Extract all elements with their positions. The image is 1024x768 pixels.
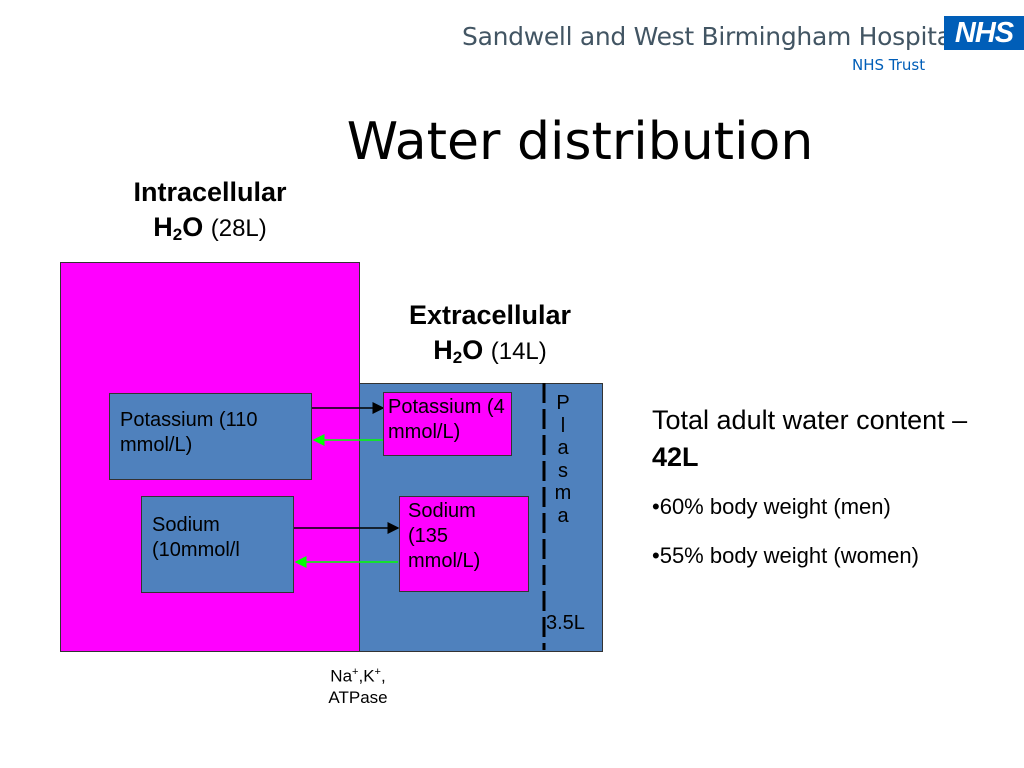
atpase-name: ATPase <box>328 687 388 707</box>
extracellular-sodium-label: Sodium (135 mmol/L) <box>408 500 481 572</box>
nhs-logo: NHS <box>944 16 1024 50</box>
intracellular-heading: Intracellular H2O (28L) <box>90 175 330 252</box>
intracellular-sodium-box: Sodium (10mmol/l <box>141 496 294 593</box>
extracellular-water-h: H <box>433 335 453 365</box>
organization-name: Sandwell and West Birmingham Hospitals <box>462 22 971 51</box>
total-water-line: Total adult water content – 42L <box>652 402 972 476</box>
intracellular-label: Intracellular <box>133 177 287 207</box>
atpase-na: Na <box>330 666 353 686</box>
intracellular-water-o: O <box>182 212 204 242</box>
total-water-value: 42L <box>652 442 699 472</box>
slide-title: Water distribution <box>346 112 814 172</box>
intracellular-potassium-label: Potassium (110 mmol/L) <box>120 409 258 456</box>
atpase-k: ,K <box>358 666 375 686</box>
extracellular-water-sub: 2 <box>452 348 463 367</box>
plasma-volume: 3.5L <box>546 612 585 634</box>
men-bullet: •60% body weight (men) <box>652 494 891 519</box>
plasma-label: P l a s m a <box>552 392 574 527</box>
intracellular-potassium-box: Potassium (110 mmol/L) <box>109 393 312 480</box>
extracellular-sodium-box: Sodium (135 mmol/L) <box>399 496 529 592</box>
extracellular-volume: (14L) <box>490 338 547 365</box>
plasma-letter: P <box>556 392 570 414</box>
extracellular-label: Extracellular <box>408 300 572 330</box>
intracellular-water-sub: 2 <box>172 225 183 244</box>
plasma-letter: m <box>554 482 572 504</box>
women-bullet: •55% body weight (women) <box>652 543 919 568</box>
atpase-k-charge: + <box>374 666 381 678</box>
atpase-comma: , <box>380 666 386 686</box>
plasma-letter: a <box>557 504 569 527</box>
extracellular-water-o: O <box>462 335 484 365</box>
plasma-letter: s <box>558 459 568 482</box>
extracellular-heading: Extracellular H2O (14L) <box>372 298 608 375</box>
organization-subtitle: NHS Trust <box>852 56 926 74</box>
total-water-text: Total adult water content – <box>652 405 968 435</box>
plasma-letter: a <box>557 437 569 459</box>
extracellular-potassium-box: Potassium (4 mmol/L) <box>383 392 512 456</box>
intracellular-volume: (28L) <box>210 215 267 242</box>
extracellular-potassium-label: Potassium (4 mmol/L) <box>388 396 505 443</box>
intracellular-water-h: H <box>153 212 173 242</box>
plasma-letter: l <box>560 414 566 437</box>
atpase-na-charge: + <box>352 666 359 678</box>
intracellular-sodium-label: Sodium (10mmol/l <box>152 514 240 561</box>
atpase-label: Na+,K+, ATPase <box>308 662 408 708</box>
summary-block: Total adult water content – 42L •60% bod… <box>652 402 972 574</box>
